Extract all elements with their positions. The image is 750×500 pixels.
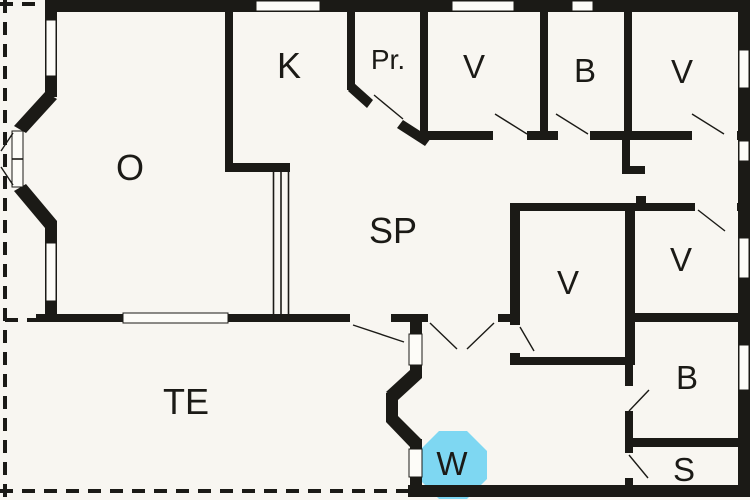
- door-swing: [466, 322, 495, 350]
- wall: [510, 203, 520, 325]
- room-label-w: W: [436, 445, 468, 482]
- room-label-b-top: B: [574, 52, 596, 89]
- windows: [11, 0, 750, 478]
- wall: [622, 166, 645, 174]
- window: [255, 0, 321, 12]
- whirlpool-octagon: [419, 431, 487, 499]
- window: [45, 19, 57, 77]
- door-swing: [519, 326, 535, 352]
- room-label-k: K: [277, 45, 301, 86]
- door-swing: [628, 454, 649, 479]
- wall: [622, 140, 630, 170]
- wall: [424, 131, 493, 140]
- wall: [633, 438, 750, 447]
- window: [408, 448, 423, 478]
- wall: [408, 485, 750, 497]
- wall: [420, 0, 428, 140]
- window: [122, 312, 229, 324]
- room-label-v-right: V: [670, 241, 692, 278]
- window: [738, 344, 750, 391]
- wall: [410, 322, 422, 335]
- door-swing: [494, 113, 528, 135]
- room-label-v-top-right: V: [671, 53, 693, 90]
- window: [45, 242, 57, 302]
- room-label-sp: SP: [369, 210, 417, 251]
- room-label-v-top-left: V: [463, 48, 485, 85]
- wall: [625, 411, 633, 453]
- wall: [625, 365, 633, 386]
- door-swing: [691, 113, 725, 135]
- window: [738, 140, 750, 162]
- door-swing: [429, 322, 458, 350]
- wall: [228, 314, 350, 322]
- wall: [625, 203, 635, 365]
- door-swing: [555, 113, 589, 135]
- window: [571, 0, 594, 12]
- window: [738, 237, 750, 279]
- wall-chamfer: [386, 370, 422, 400]
- wall: [386, 393, 398, 422]
- wall: [45, 0, 750, 12]
- wall: [510, 203, 695, 211]
- door-swing: [697, 209, 726, 232]
- door-swing: [373, 94, 404, 120]
- wall: [391, 314, 428, 322]
- room-label-te: TE: [163, 381, 209, 422]
- wall-chamfer: [14, 92, 57, 133]
- wall: [347, 0, 355, 90]
- wall: [590, 131, 692, 140]
- window: [408, 333, 423, 366]
- wall: [36, 314, 123, 322]
- wall: [510, 357, 635, 365]
- window: [451, 0, 515, 12]
- door-swing: [628, 389, 650, 412]
- room-label-pr: Pr.: [371, 44, 405, 75]
- sliding-door: [272, 172, 290, 314]
- wall: [636, 196, 646, 204]
- terrace-boundary-dashed: [0, 0, 408, 497]
- wall: [737, 203, 750, 211]
- wall: [225, 0, 233, 166]
- room-label-o: O: [116, 147, 144, 188]
- wall: [625, 478, 633, 490]
- wall: [635, 313, 750, 322]
- room-label-b-right: B: [676, 359, 698, 396]
- wall: [410, 439, 422, 450]
- door-swings: [0, 94, 726, 479]
- wall: [737, 131, 750, 140]
- wall: [540, 0, 548, 140]
- wall: [624, 0, 632, 140]
- wall: [498, 314, 510, 322]
- room-labels: O K Pr. V B V SP V V B S TE W: [116, 44, 698, 488]
- wall: [225, 163, 290, 172]
- window: [738, 49, 750, 89]
- wall: [410, 475, 422, 488]
- wall-chamfer: [14, 184, 57, 228]
- wall-chamfer: [348, 83, 373, 108]
- room-label-s: S: [673, 451, 695, 488]
- room-label-v-middle: V: [557, 264, 579, 301]
- door-swing: [352, 324, 405, 343]
- door-swing: [0, 166, 14, 186]
- door-swing: [0, 132, 14, 152]
